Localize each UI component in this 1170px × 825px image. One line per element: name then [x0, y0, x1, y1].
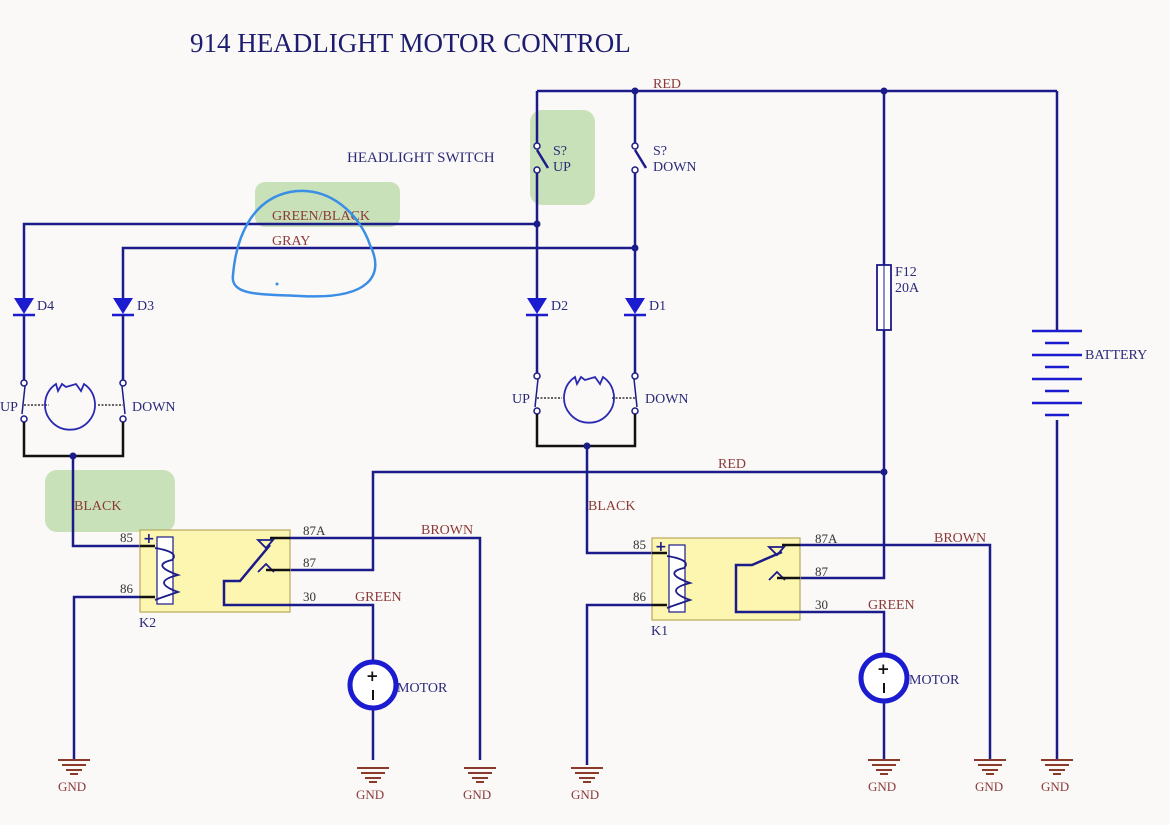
label-green-right: GREEN — [868, 598, 915, 613]
motor-left: + — [347, 659, 399, 711]
switch-up — [533, 91, 550, 300]
wire-k1-86-gnd — [585, 603, 652, 765]
motor-right-label: MOTOR — [909, 673, 960, 688]
k1-pin-30: 30 — [815, 597, 828, 612]
label-red-mid: RED — [718, 457, 746, 472]
k2-pin-86: 86 — [120, 581, 134, 596]
motor-right: + — [858, 652, 910, 704]
motor-left-label: MOTOR — [397, 681, 448, 696]
headlight-switch-label: HEADLIGHT SWITCH — [347, 150, 495, 166]
label-d1: D1 — [649, 299, 666, 314]
wire-black-left — [71, 456, 140, 548]
label-right-down: DOWN — [645, 392, 689, 407]
highlight-green-black — [255, 182, 400, 227]
battery — [1032, 91, 1082, 760]
wire-brown-left — [290, 536, 482, 760]
label-black-right: BLACK — [588, 499, 635, 514]
k1-pin-87a: 87A — [815, 531, 838, 546]
ground-icon — [571, 767, 603, 783]
svg-text:+: + — [655, 539, 667, 555]
label-black-left: BLACK — [74, 499, 121, 514]
switch-up-ref: S? — [553, 144, 567, 159]
label-gray: GRAY — [272, 234, 310, 249]
wire-green-black — [22, 222, 537, 300]
k2-pin-85: 85 — [120, 530, 133, 545]
ground-icon — [357, 767, 389, 783]
diode-d2 — [526, 298, 548, 317]
gnd-label: GND — [1041, 779, 1069, 794]
limit-switch-left — [20, 315, 127, 460]
annotation-dot — [275, 282, 279, 286]
svg-text:+: + — [143, 531, 155, 547]
ground-icon — [974, 759, 1006, 775]
switch-down-label: DOWN — [653, 160, 697, 175]
k2-pin-87: 87 — [303, 555, 317, 570]
label-brown-right: BROWN — [934, 531, 986, 546]
fuse-rating: 20A — [895, 281, 920, 296]
gnd-label: GND — [58, 779, 86, 794]
label-d2: D2 — [551, 299, 568, 314]
label-green-left: GREEN — [355, 590, 402, 605]
ground-icon — [464, 767, 496, 783]
k1-pin-87: 87 — [815, 564, 829, 579]
k1-ref: K1 — [651, 624, 668, 639]
fuse-ref: F12 — [895, 265, 917, 280]
k1-pin-86: 86 — [633, 589, 647, 604]
wire-gray — [121, 246, 635, 300]
relay-k2: + — [139, 529, 291, 613]
wire-green-right — [800, 610, 886, 760]
diode-d4 — [13, 298, 35, 317]
limit-switch-right — [533, 315, 639, 450]
k2-ref: K2 — [139, 616, 156, 631]
ground-icon — [1041, 759, 1073, 775]
wire-red-mid — [290, 470, 884, 572]
switch-down — [631, 91, 648, 300]
label-brown-left: BROWN — [421, 523, 473, 538]
gnd-label: GND — [975, 779, 1003, 794]
k2-pin-30: 30 — [303, 589, 316, 604]
switch-down-ref: S? — [653, 144, 667, 159]
svg-text:+: + — [877, 660, 890, 678]
switch-up-label: UP — [553, 160, 571, 175]
diode-d1 — [624, 298, 646, 317]
wire-brown-right — [800, 543, 992, 760]
label-red-top: RED — [653, 77, 681, 92]
ground-icon — [868, 759, 900, 775]
label-left-up: UP — [0, 400, 18, 415]
highlight-black — [45, 470, 175, 532]
gnd-label: GND — [463, 787, 491, 802]
gnd-label: GND — [356, 787, 384, 802]
battery-label: BATTERY — [1085, 348, 1147, 363]
gnd-label: GND — [571, 787, 599, 802]
label-d4: D4 — [37, 299, 54, 314]
label-left-down: DOWN — [132, 400, 176, 415]
relay-k1: + — [651, 537, 801, 621]
wire-fuse — [800, 91, 886, 580]
k1-pin-85: 85 — [633, 537, 646, 552]
wire-green-left — [290, 603, 375, 760]
k2-pin-87a: 87A — [303, 523, 326, 538]
ground-icon — [58, 759, 90, 775]
label-green-black: GREEN/BLACK — [272, 209, 370, 224]
wire-k2-86-gnd — [72, 595, 140, 760]
label-d3: D3 — [137, 299, 154, 314]
diagram-title: 914 HEADLIGHT MOTOR CONTROL — [190, 28, 631, 58]
label-right-up: UP — [512, 392, 530, 407]
gnd-label: GND — [868, 779, 896, 794]
wire-black-right — [585, 446, 652, 555]
highlight-switch-up — [530, 110, 595, 205]
annotation-circle — [231, 189, 377, 298]
svg-text:+: + — [366, 667, 379, 685]
diode-d3 — [112, 298, 134, 317]
